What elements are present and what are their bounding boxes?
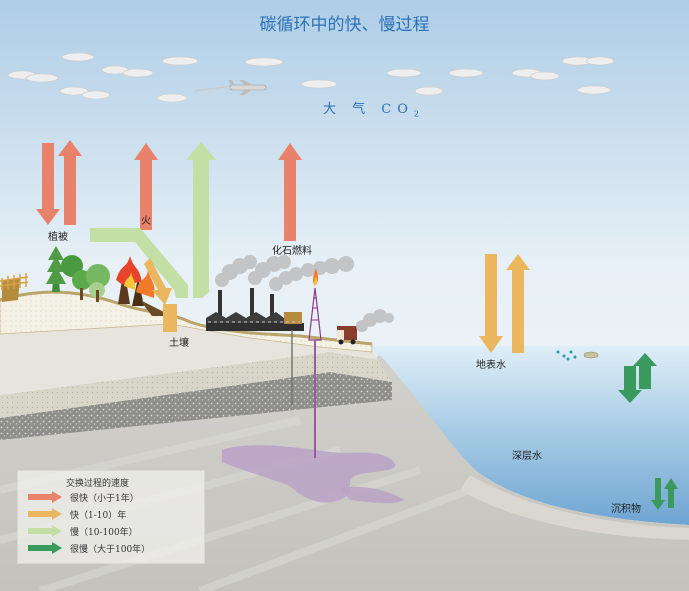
atmosphere-label-subscript: 2 xyxy=(413,109,419,119)
sediment-arrows xyxy=(651,478,678,510)
soil-label: 土壤 xyxy=(169,338,189,349)
seabed-slope xyxy=(460,475,689,540)
soil-respiration-arrow xyxy=(186,142,216,316)
soil-carbon-arrow xyxy=(163,304,177,332)
truck xyxy=(337,326,357,345)
truck-exhaust xyxy=(356,309,394,332)
oil-well xyxy=(291,268,322,458)
airplane xyxy=(193,80,267,95)
marine-life xyxy=(556,350,599,361)
legend-label-slow: 慢（10-100年） xyxy=(70,528,138,538)
atmosphere-label-text: 大 气 CO xyxy=(323,102,414,117)
vegetation-label: 植被 xyxy=(48,232,68,243)
fire-arrow xyxy=(134,143,158,230)
ocean-exchange-arrows xyxy=(479,254,530,353)
factory xyxy=(206,288,304,331)
fossil-fuel-arrow xyxy=(278,143,302,241)
legend-label-very-slow: 很慢（大于100年） xyxy=(70,545,151,555)
deep-water-arrows xyxy=(618,353,657,403)
legend-label-very-fast: 很快（小于1年） xyxy=(70,494,139,504)
oil-deposit xyxy=(222,445,396,503)
vegetation-exchange-arrows xyxy=(36,140,82,225)
ocean xyxy=(370,345,689,525)
surface-water-label: 地表水 xyxy=(476,360,506,371)
legend-swatch-slow xyxy=(28,525,62,537)
legend-label-fast: 快（1-10）年 xyxy=(70,511,127,521)
fire-label: 火 xyxy=(141,216,151,227)
diagram-title: 碳循环中的快、慢过程 xyxy=(259,15,430,35)
fossil-fuel-label: 化石燃料 xyxy=(272,246,312,257)
forest-fire xyxy=(116,256,170,316)
sediment-label: 沉积物 xyxy=(611,504,641,515)
decomposition-arrow xyxy=(144,258,172,305)
legend: 交换过程的速度 很快（小于1年） 快（1-10）年 慢（10-100年） 很慢（… xyxy=(17,470,205,564)
forest xyxy=(2,246,110,302)
legend-swatch-very-slow xyxy=(28,542,62,554)
deep-water-label: 深层水 xyxy=(512,451,542,462)
subsoil-layer xyxy=(0,320,378,395)
litterfall-arrow xyxy=(90,228,188,298)
legend-title: 交换过程的速度 xyxy=(66,479,130,489)
sand-layer xyxy=(0,352,392,418)
atmosphere-label: 大 气 CO2 xyxy=(323,98,419,119)
fence xyxy=(0,273,29,290)
gravel-layer xyxy=(0,372,392,440)
clouds xyxy=(7,52,615,103)
legend-swatch-very-fast xyxy=(28,491,62,503)
factory-smoke xyxy=(215,255,354,291)
legend-swatch-fast xyxy=(28,508,62,520)
